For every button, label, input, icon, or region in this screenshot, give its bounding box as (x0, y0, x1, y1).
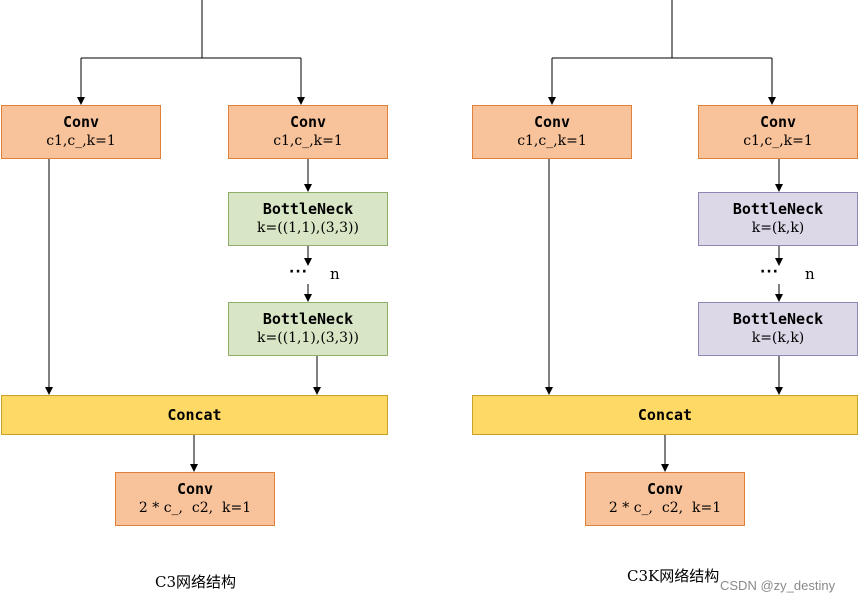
conv-out-box-left: Conv 2 * c_, c2, k=1 (115, 472, 275, 526)
conv-out-title-left: Conv (176, 480, 214, 498)
conv2-box-right: Conv c1,c_,k=1 (698, 105, 858, 159)
conv-out-params-right: 2 * c_, c2, k=1 (608, 500, 722, 516)
conv-out-box-right: Conv 2 * c_, c2, k=1 (585, 472, 745, 526)
conv-out-params-left: 2 * c_, c2, k=1 (138, 500, 252, 516)
bottleneck1-title-left: BottleNeck (262, 200, 354, 218)
bottleneck1-box-left: BottleNeck k=((1,1),(3,3)) (228, 192, 388, 246)
caption-right: C3K网络结构 (627, 567, 720, 585)
repeat-n-label-left: n (330, 265, 340, 283)
conv1-box-left: Conv c1,c_,k=1 (1, 105, 161, 159)
conv1-title-left: Conv (62, 113, 100, 131)
bottleneck1-box-right: BottleNeck k=(k,k) (698, 192, 858, 246)
concat-box-right: Concat (472, 395, 858, 435)
conv2-title-left: Conv (289, 113, 327, 131)
caption-left: C3网络结构 (155, 573, 237, 591)
bottleneck2-box-right: BottleNeck k=(k,k) (698, 302, 858, 356)
conv2-params-right: c1,c_,k=1 (743, 133, 813, 149)
concat-box-left: Concat (1, 395, 388, 435)
watermark: CSDN @zy_destiny (720, 578, 836, 593)
conv2-box-left: Conv c1,c_,k=1 (228, 105, 388, 159)
bottleneck1-params-left: k=((1,1),(3,3)) (257, 220, 359, 236)
conv1-params-left: c1,c_,k=1 (46, 133, 116, 149)
conv-out-title-right: Conv (646, 480, 684, 498)
bottleneck2-box-left: BottleNeck k=((1,1),(3,3)) (228, 302, 388, 356)
conv1-params-right: c1,c_,k=1 (517, 133, 587, 149)
conv1-box-right: Conv c1,c_,k=1 (472, 105, 632, 159)
conv2-title-right: Conv (759, 113, 797, 131)
bottleneck2-params-right: k=(k,k) (751, 330, 805, 346)
repeat-dots-right: ··· (760, 264, 779, 280)
concat-title-left: Concat (167, 405, 222, 424)
bottleneck1-params-right: k=(k,k) (751, 220, 805, 236)
repeat-n-label-right: n (805, 265, 815, 283)
bottleneck2-title-right: BottleNeck (732, 310, 824, 328)
concat-title-right: Concat (637, 405, 693, 424)
conv1-title-right: Conv (533, 113, 571, 131)
conv2-params-left: c1,c_,k=1 (273, 133, 343, 149)
repeat-dots-left: ··· (289, 264, 308, 280)
bottleneck1-title-right: BottleNeck (732, 200, 824, 218)
bottleneck2-title-left: BottleNeck (262, 310, 354, 328)
bottleneck2-params-left: k=((1,1),(3,3)) (257, 330, 359, 346)
